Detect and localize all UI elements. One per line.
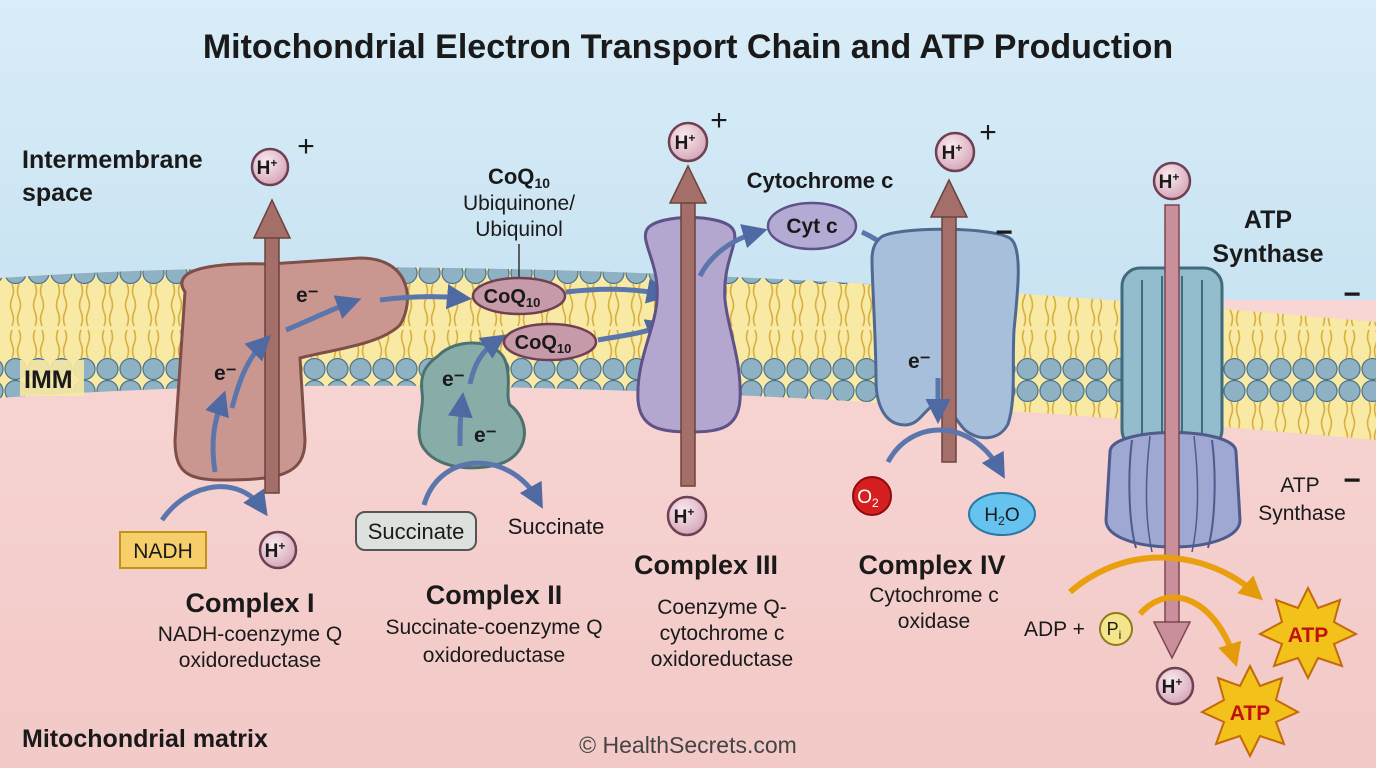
complex-3-to-cytc-arrow [697,224,768,278]
nadh-label: NADH [133,540,193,563]
complex-4-desc-2: oxidase [898,610,970,633]
complex-1-electron-label-2: e⁻ [214,362,237,385]
succinate-label: Succinate [368,519,465,544]
proton-atp-synthase-bottom: H+ [1155,666,1195,706]
pi-molecule: Pi [1099,612,1133,646]
complex-1-proton-arrow [252,198,292,494]
atp-label-1: ATP [1288,624,1328,647]
nadh-box: NADH [119,531,207,569]
imm-label: IMM [24,366,73,394]
credit-text: © HealthSecrets.com [579,732,797,758]
atp-synthase-proton-arrow [1152,204,1192,660]
proton-complex3-bottom: H+ [666,495,708,537]
complex-3-name: Complex III [634,550,778,580]
complex-3-desc-1: Coenzyme Q- [657,596,787,619]
h2o-molecule: H2O [968,492,1036,536]
coq-molecule-1[interactable]: CoQ10 [471,276,567,316]
proton-atp-synthase-top: H+ [1152,161,1192,201]
complex-2-desc-2: oxidoreductase [423,644,565,667]
proton-complex3-top: H+ [667,121,709,163]
intermembrane-label-2: space [22,179,93,207]
svg-text:H+: H+ [674,505,695,528]
complex-2-desc-1: Succinate-coenzyme Q [385,616,602,639]
atp-synthase[interactable] [1104,266,1242,553]
o2-molecule: O2 [852,476,892,516]
complex-3-proton-arrow [668,164,708,487]
atp-synthase-side-2: Synthase [1258,502,1346,525]
charge-minus-3: − [1343,464,1361,497]
atp-star-2: ATP [1199,663,1301,759]
atp-star-1: ATP [1257,585,1359,681]
complex-4-name: Complex IV [858,550,1005,580]
coq-label-2: CoQ10 [515,332,572,356]
complex-4-desc-1: Cytochrome c [869,584,999,607]
intermembrane-label: Intermembrane [22,146,203,174]
complex-2-electron-label-1: e⁻ [442,368,465,391]
complex-2-electron-label-2: e⁻ [474,424,497,447]
succinate-product-label: Succinate [508,514,605,539]
complex-1-name: Complex I [185,588,314,618]
h2o-label: H2O [984,505,1019,528]
complex-1-desc-2: oxidoreductase [179,649,321,672]
complex-3-desc-2: cytochrome c [660,622,785,645]
proton-complex4-top: H+ [934,131,976,173]
imm-label-bg [20,360,84,396]
complex-2-electron-path [421,334,543,509]
succinate-box: Succinate [355,511,477,551]
complex-2-name: Complex II [426,580,563,610]
svg-text:H+: H+ [1162,675,1183,698]
charge-minus-1: − [995,216,1013,249]
svg-text:H+: H+ [1159,170,1180,193]
atp-synthase-side-1: ATP [1280,474,1319,497]
page-title: Mitochondrial Electron Transport Chain a… [203,28,1173,66]
svg-text:H+: H+ [675,131,696,154]
atp-synthase-heading-1: ATP [1244,206,1292,234]
cytc-heading: Cytochrome c [747,168,894,193]
atp-synthase-heading-2: Synthase [1212,240,1323,268]
charge-plus-2: + [710,104,728,137]
coq-heading: CoQ10 [488,164,550,191]
pi-label: Pi [1107,619,1122,642]
complex-3-desc-3: oxidoreductase [651,648,793,671]
atp-production-arrows [1068,554,1264,668]
cytc-molecule[interactable]: Cyt c [766,201,858,251]
cytc-label: Cyt c [786,215,838,238]
coq-label-1: CoQ10 [484,286,541,310]
charge-minus-2: − [1343,278,1361,311]
coq-molecule-2[interactable]: CoQ10 [502,322,598,362]
coq-desc-1: Ubiquinone/ [463,192,575,215]
atp-label-2: ATP [1230,702,1270,725]
complex-4-electron-path [885,378,1005,479]
complex-1-electron-label-1: e⁻ [296,284,319,307]
proton-complex1-bottom: H+ [258,530,298,570]
complex-4-electron-label: e⁻ [908,350,931,373]
coq-desc-2: Ubiquinol [475,218,563,241]
charge-plus-1: + [297,130,315,163]
svg-text:H+: H+ [942,141,963,164]
svg-text:H+: H+ [265,539,286,562]
charge-plus-3: + [979,116,997,149]
svg-text:H+: H+ [257,156,278,179]
proton-complex1-top: H+ [250,147,290,187]
complex-1-electron-path [159,284,472,522]
o2-label: O2 [857,487,879,510]
matrix-label: Mitochondrial matrix [22,725,268,753]
adp-label: ADP + [1024,618,1085,641]
complex-1-desc-1: NADH-coenzyme Q [158,623,342,646]
